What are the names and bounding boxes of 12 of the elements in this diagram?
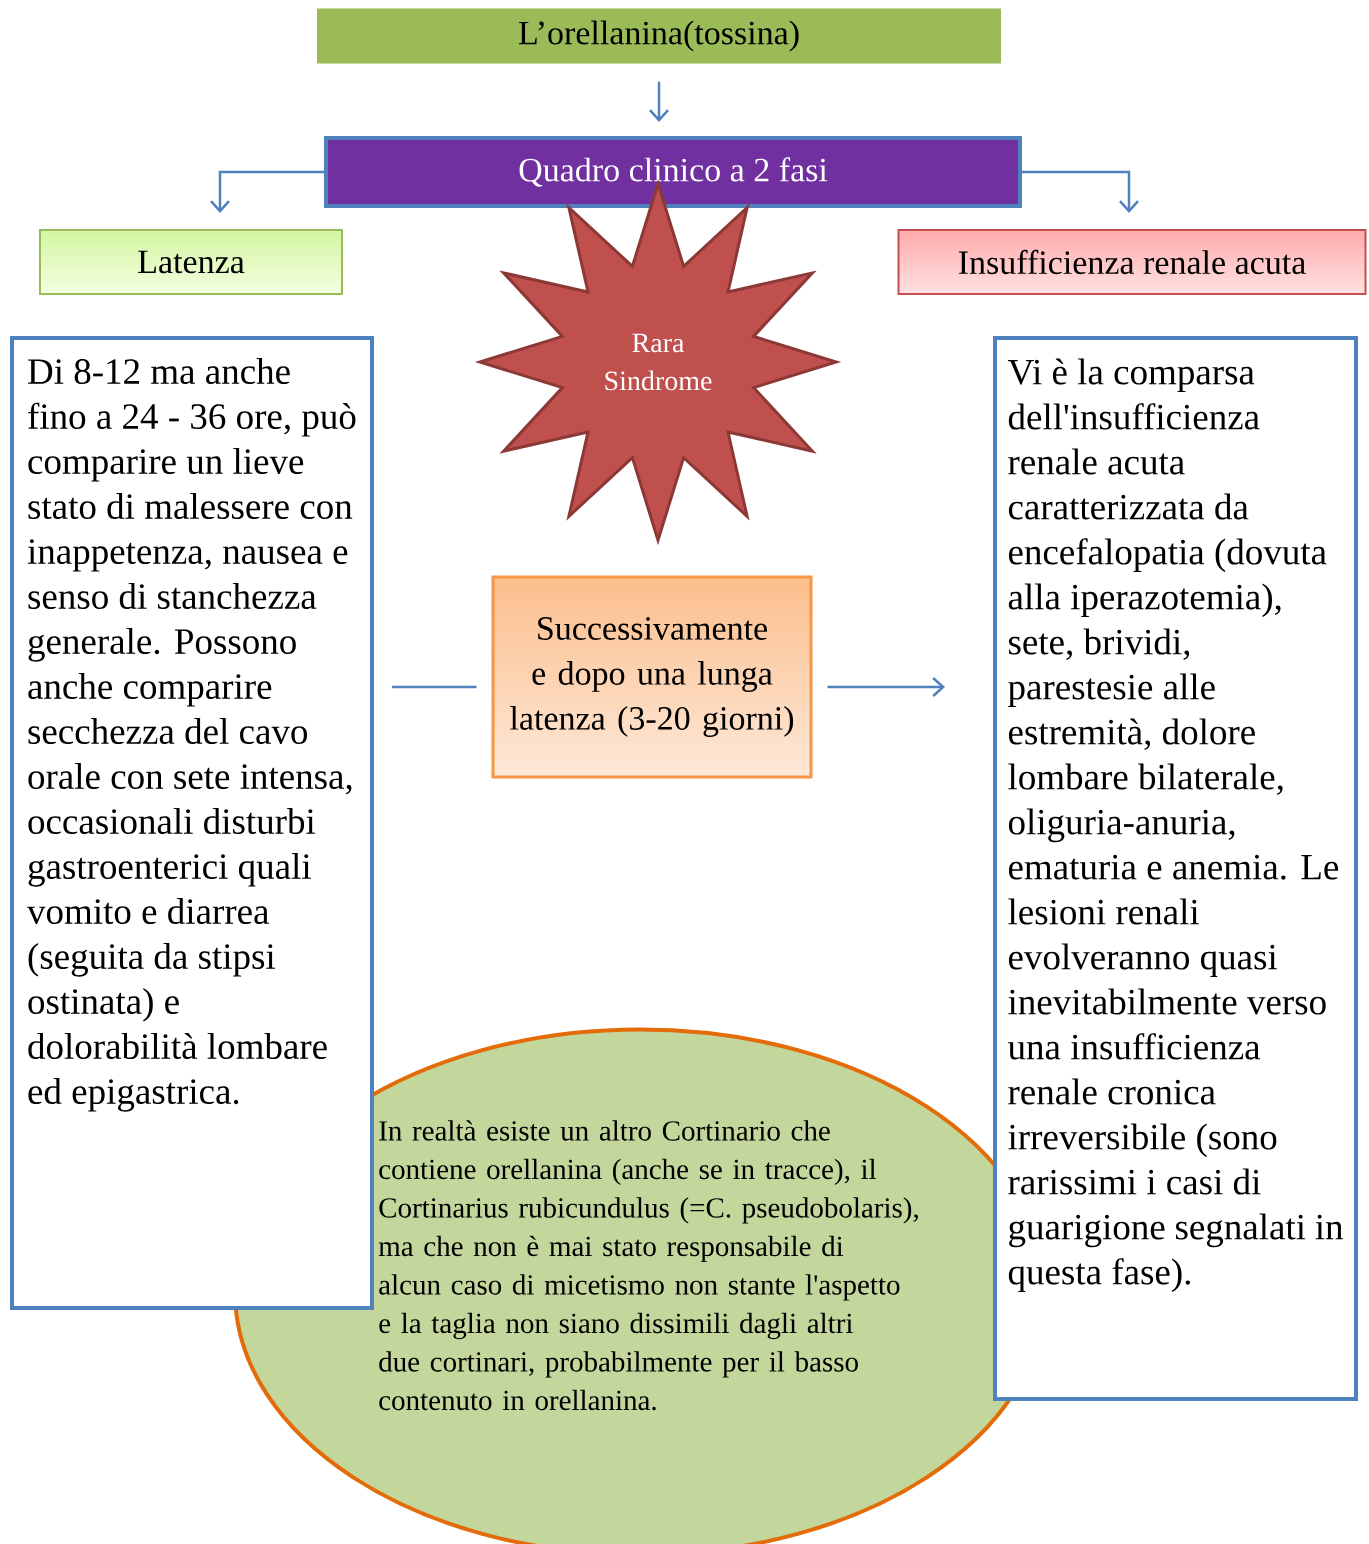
arrow xyxy=(827,677,945,697)
title-box: L’orellanina(tossina) xyxy=(317,8,1001,64)
connector-line xyxy=(392,685,477,689)
arrow xyxy=(210,170,324,213)
text-box: Di 8-12 ma anche fino a 24 - 36 ore, può comparire un lieve stato di malessere con inappetenza, nausea e senso di stanchezza generale. Possono anche comparire secchezza del cavo orale con sete intensa, occasionali disturbi gastroenterici quali vomito e diarrea (seguita da stipsi ostinata) e dolorabilità lombare ed epigastrica. xyxy=(10,336,374,1310)
process-box: Successivamente e dopo una lunga latenza (3-20 giorni) xyxy=(491,575,813,779)
text-box: Vi è la comparsa dell'insufficienza renale acuta caratterizzata da encefalopatia (dovuta alla iperazotemia), sete, brividi, parestesie alle estremità, dolore lombare bilaterale, oliguria-anuria, ematuria e anemia. Le lesioni renali evolveranno quasi inevitabilmente verso una insufficienza renale cronica irreversibile (sono rarissimi i casi di guarigione segnalati in questa fase). xyxy=(993,336,1358,1401)
heading-box: Quadro clinico a 2 fasi xyxy=(324,136,1022,208)
phase-box: Insufficienza renale acuta xyxy=(897,229,1367,295)
phase-box: Latenza xyxy=(39,229,343,295)
arrow xyxy=(649,81,669,122)
arrow xyxy=(1022,170,1139,213)
